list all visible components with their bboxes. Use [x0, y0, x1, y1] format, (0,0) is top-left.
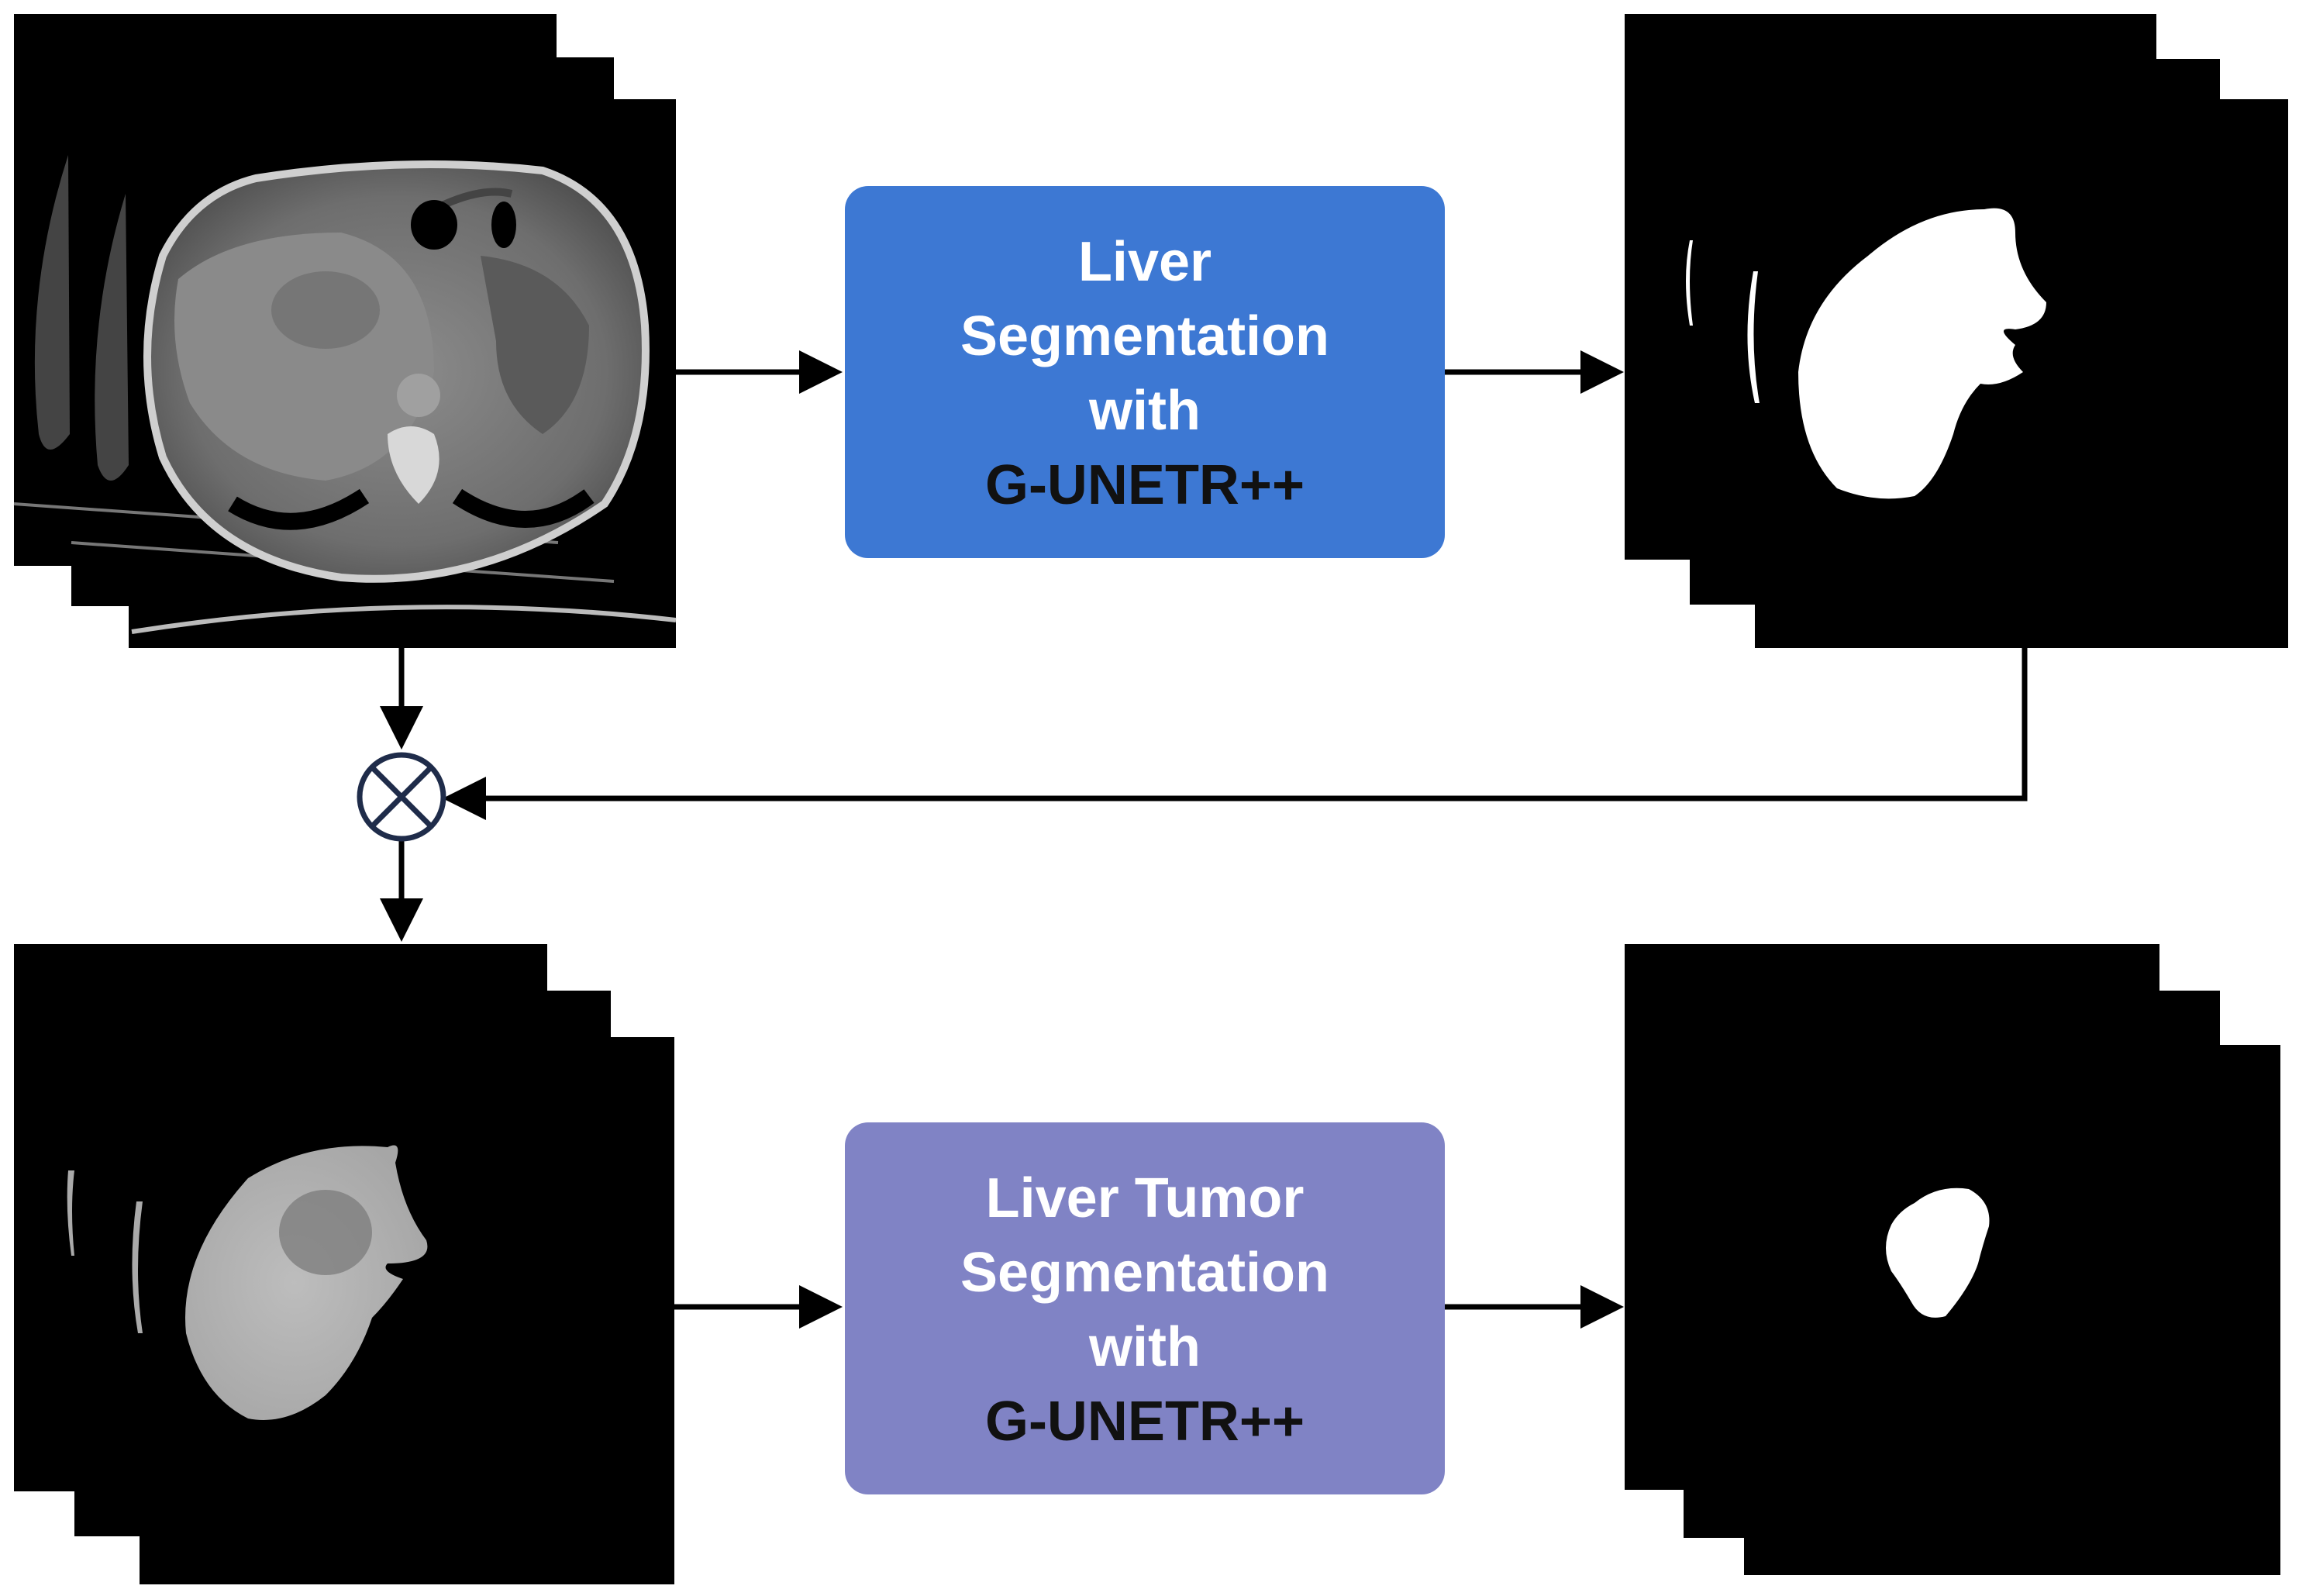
liver-segmentation-box: Liver Segmentation with G-UNETR++	[845, 186, 1445, 558]
liver-seg-model: G-UNETR++	[985, 454, 1305, 516]
liver-seg-line1: Liver	[1078, 231, 1212, 293]
tumor-seg-line1: Liver Tumor	[986, 1167, 1305, 1229]
liver-mask	[1798, 208, 2046, 499]
tumor-slice-front	[1744, 1045, 2280, 1575]
tumor-segmentation-box: Liver Tumor Segmentation with G-UNETR++	[845, 1122, 1445, 1494]
ct-scan-image	[131, 160, 677, 634]
tumor-seg-line2: Segmentation	[960, 1242, 1329, 1304]
liver-seg-line2: Segmentation	[960, 305, 1329, 367]
arrow-mask-to-multiply	[443, 648, 2028, 820]
liver-seg-line3: with	[1088, 380, 1201, 442]
tumor-mask	[1886, 1188, 1990, 1318]
tumor-region	[279, 1190, 372, 1275]
flow-arrows	[380, 350, 2028, 1329]
tumor-seg-model: G-UNETR++	[985, 1391, 1305, 1453]
multiply-circle-icon	[357, 752, 446, 842]
masked-ct-stack	[14, 944, 674, 1584]
tumor-seg-line3: with	[1088, 1316, 1201, 1378]
tumor-mask-stack	[1625, 944, 2280, 1575]
liver-mask-stack	[1625, 14, 2288, 648]
ct-input-stack	[13, 14, 677, 648]
